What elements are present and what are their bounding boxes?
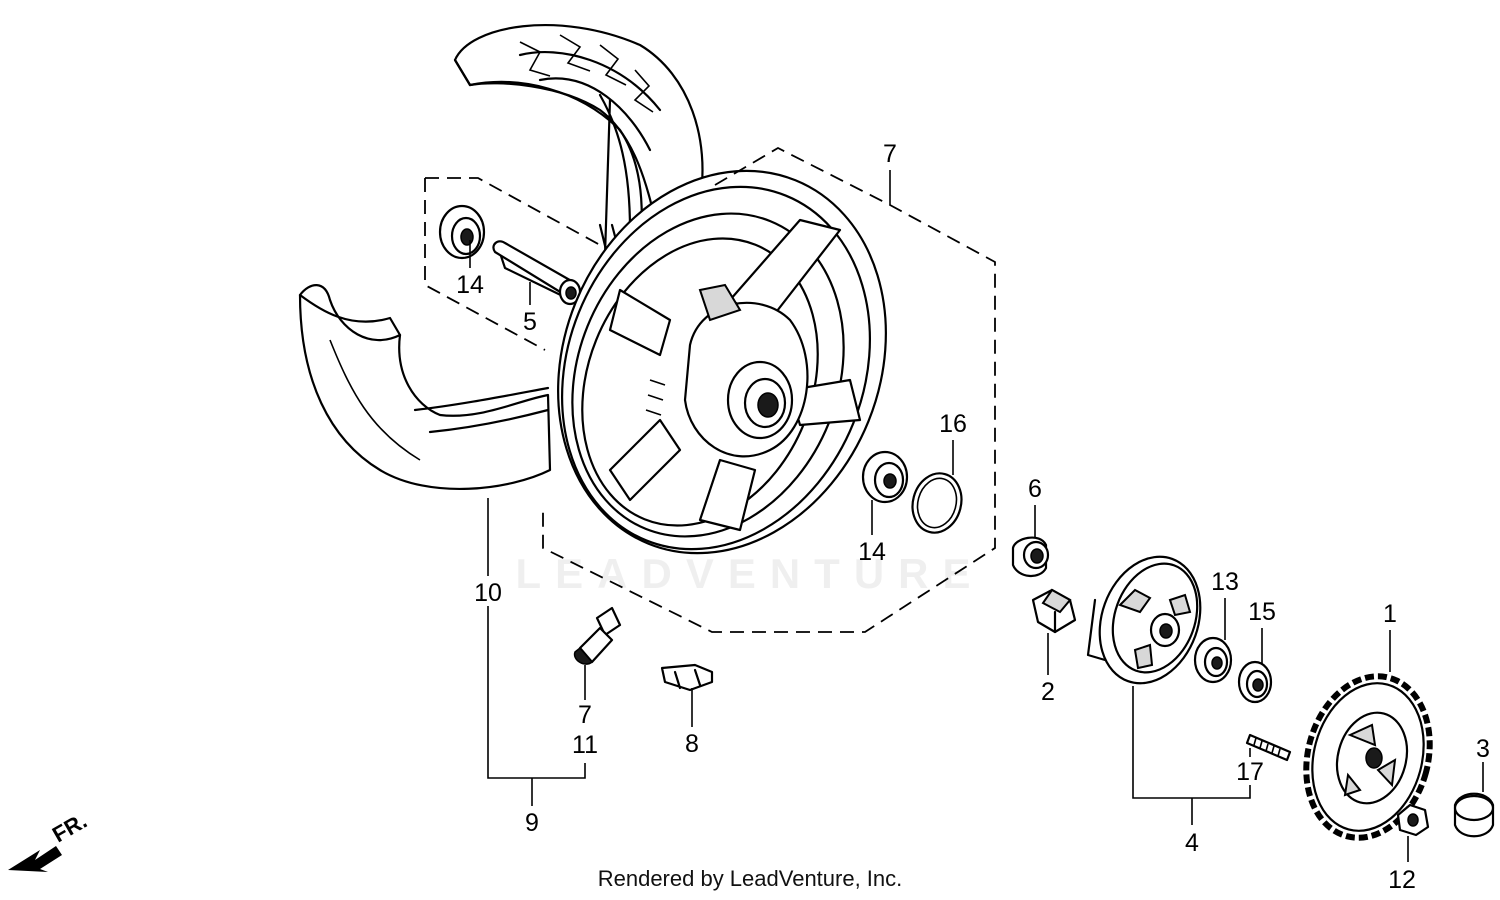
o-ring-icon xyxy=(911,472,963,534)
dust-seal-icon xyxy=(1237,660,1273,704)
collar-icon xyxy=(1011,536,1050,577)
label-part-6: 6 xyxy=(1028,475,1042,503)
damper-rubber-icon xyxy=(1031,588,1077,634)
balance-weight-icon xyxy=(660,663,714,692)
sprocket-collar-icon xyxy=(1453,792,1495,838)
label-part-14-right: 14 xyxy=(858,538,886,566)
assembly-outline-rim xyxy=(542,146,996,633)
footer-credit: Rendered by LeadVenture, Inc. xyxy=(597,866,903,891)
label-part-15: 15 xyxy=(1248,598,1276,626)
bearing-left-icon xyxy=(438,204,486,260)
bearing-right-icon xyxy=(861,450,909,504)
bearing-flange-icon xyxy=(1193,636,1233,684)
label-part-8: 8 xyxy=(685,730,699,758)
label-part-13: 13 xyxy=(1211,568,1239,596)
label-part-12: 12 xyxy=(1388,866,1416,894)
axle-spacer-icon xyxy=(492,240,582,306)
front-direction-label: FR. xyxy=(48,808,91,847)
label-part-3: 3 xyxy=(1476,735,1490,763)
watermark: LEADVENTURE xyxy=(515,550,984,597)
label-part-7-rim: 7 xyxy=(883,140,897,168)
stud-bolt-icon xyxy=(1245,733,1292,762)
label-part-2: 2 xyxy=(1041,678,1055,706)
tire-valve-icon xyxy=(573,606,622,665)
label-part-7-valve: 7 xyxy=(578,701,592,729)
sprocket-icon xyxy=(1303,673,1433,841)
tire-lower-half xyxy=(298,284,552,490)
label-part-11: 11 xyxy=(572,731,598,759)
assembly-outline-left xyxy=(424,177,601,351)
label-part-1: 1 xyxy=(1383,600,1397,628)
label-part-14-left: 14 xyxy=(456,271,484,299)
driven-flange-icon xyxy=(1086,555,1202,685)
leader-lines xyxy=(469,170,1484,862)
front-direction-arrow-icon xyxy=(8,846,62,872)
label-part-5: 5 xyxy=(523,308,537,336)
label-part-16: 16 xyxy=(939,410,967,438)
label-part-10: 10 xyxy=(474,579,502,607)
label-part-17: 17 xyxy=(1236,758,1264,786)
wheel-rim-icon xyxy=(557,169,887,555)
label-part-4: 4 xyxy=(1185,829,1199,857)
label-part-9: 9 xyxy=(525,809,539,837)
nut-icon xyxy=(1396,803,1430,837)
